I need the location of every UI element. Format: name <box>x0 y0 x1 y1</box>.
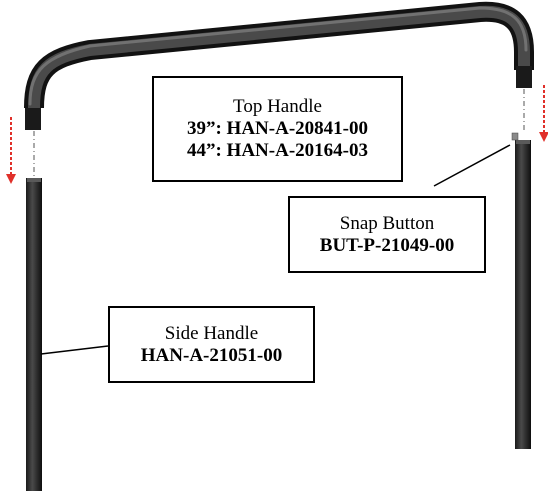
snap-button-part: BUT-P-21049-00 <box>319 234 455 256</box>
top-handle <box>24 1 534 130</box>
left-side-handle <box>26 178 42 491</box>
top-handle-part-44: 44”: HAN-A-20164-03 <box>186 140 368 161</box>
top-handle-part-39: 39”: HAN-A-20841-00 <box>186 118 368 139</box>
side-handle-title: Side Handle <box>164 322 259 344</box>
side-handle-part: HAN-A-21051-00 <box>140 344 283 366</box>
snap-button-label: Snap Button BUT-P-21049-00 <box>288 196 486 273</box>
snap-button-leader <box>433 144 511 187</box>
right-assembly-arrow-icon <box>539 85 548 142</box>
side-handle-leader <box>40 345 109 355</box>
snap-button <box>511 132 519 141</box>
snap-button-title: Snap Button <box>339 212 435 234</box>
side-handle-label: Side Handle HAN-A-21051-00 <box>108 306 315 383</box>
top-handle-right-end <box>516 66 532 88</box>
right-side-handle <box>511 132 531 449</box>
top-handle-title: Top Handle <box>233 96 322 117</box>
top-handle-left-end <box>25 108 41 130</box>
top-handle-label: Top Handle 39”: HAN-A-20841-00 44”: HAN-… <box>152 76 403 182</box>
left-assembly-arrow-icon <box>6 117 16 184</box>
